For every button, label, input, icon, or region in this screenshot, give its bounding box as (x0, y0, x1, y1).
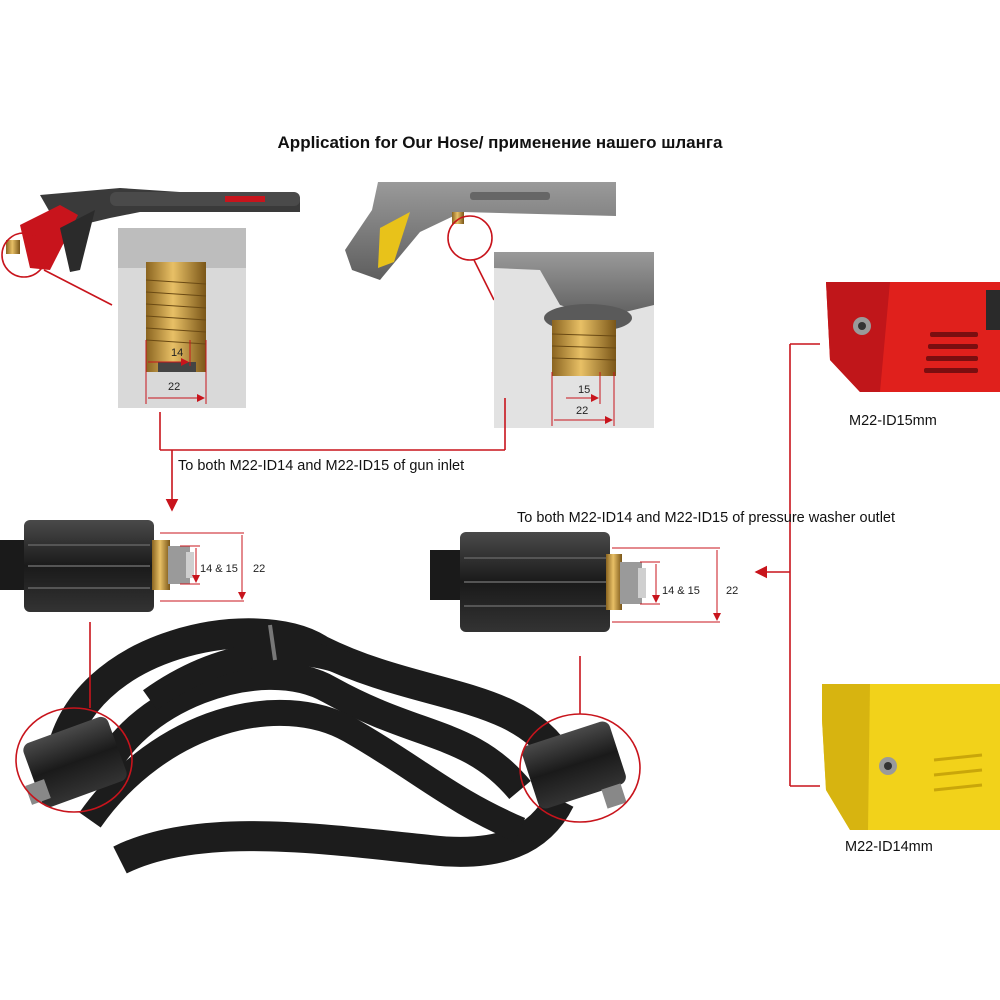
red-washer-label: M22-ID15mm (849, 413, 937, 429)
hose-left-outer-dimension: 22 (253, 563, 266, 575)
hose-right-dimension-lines (612, 547, 721, 623)
page-title: Application for Our Hose/ применение наш… (277, 133, 723, 152)
spray-gun-grey (345, 182, 616, 280)
coil-nut-right (522, 721, 627, 809)
yellow-pressure-washer (822, 684, 1000, 830)
yellow-washer-label: M22-ID14mm (845, 839, 933, 855)
gun2-outer-dimension: 22 (576, 405, 589, 417)
hose-left-dimension-lines (160, 532, 246, 602)
hose-right-outer-dimension: 22 (726, 585, 739, 597)
callout-circle-coil-left (15, 707, 133, 813)
callout-line-gun2 (473, 259, 495, 301)
hose-left-inner-dimension: 14 & 15 (200, 563, 238, 575)
coil-nut-left (23, 716, 127, 808)
callout-circle-gun2 (447, 215, 493, 261)
red-pressure-washer (826, 282, 1000, 392)
gun2-dimension-lines (551, 372, 615, 426)
hose-connector-right (430, 532, 646, 632)
hose-connector-left (0, 520, 194, 612)
washer-outlet-caption: To both M22-ID14 and M22-ID15 of pressur… (517, 510, 896, 526)
callout-circle-gun1 (1, 232, 47, 278)
callout-line-gun1 (43, 269, 113, 306)
spray-gun-red (6, 188, 300, 272)
gun1-outer-dimension: 22 (168, 381, 181, 393)
hose-right-inner-dimension: 14 & 15 (662, 585, 700, 597)
gun2-fitting-zoom (494, 252, 654, 428)
gun1-dimension-lines (145, 340, 207, 404)
gun1-inner-dimension: 14 (171, 347, 184, 359)
gun-connector-lines (159, 398, 506, 512)
coiled-hose (45, 618, 574, 874)
gun2-inner-dimension: 15 (578, 384, 591, 396)
washer-connector-lines (754, 343, 820, 787)
gun-inlet-caption: To both M22-ID14 and M22-ID15 of gun inl… (178, 458, 465, 474)
gun1-fitting-zoom (118, 228, 246, 408)
